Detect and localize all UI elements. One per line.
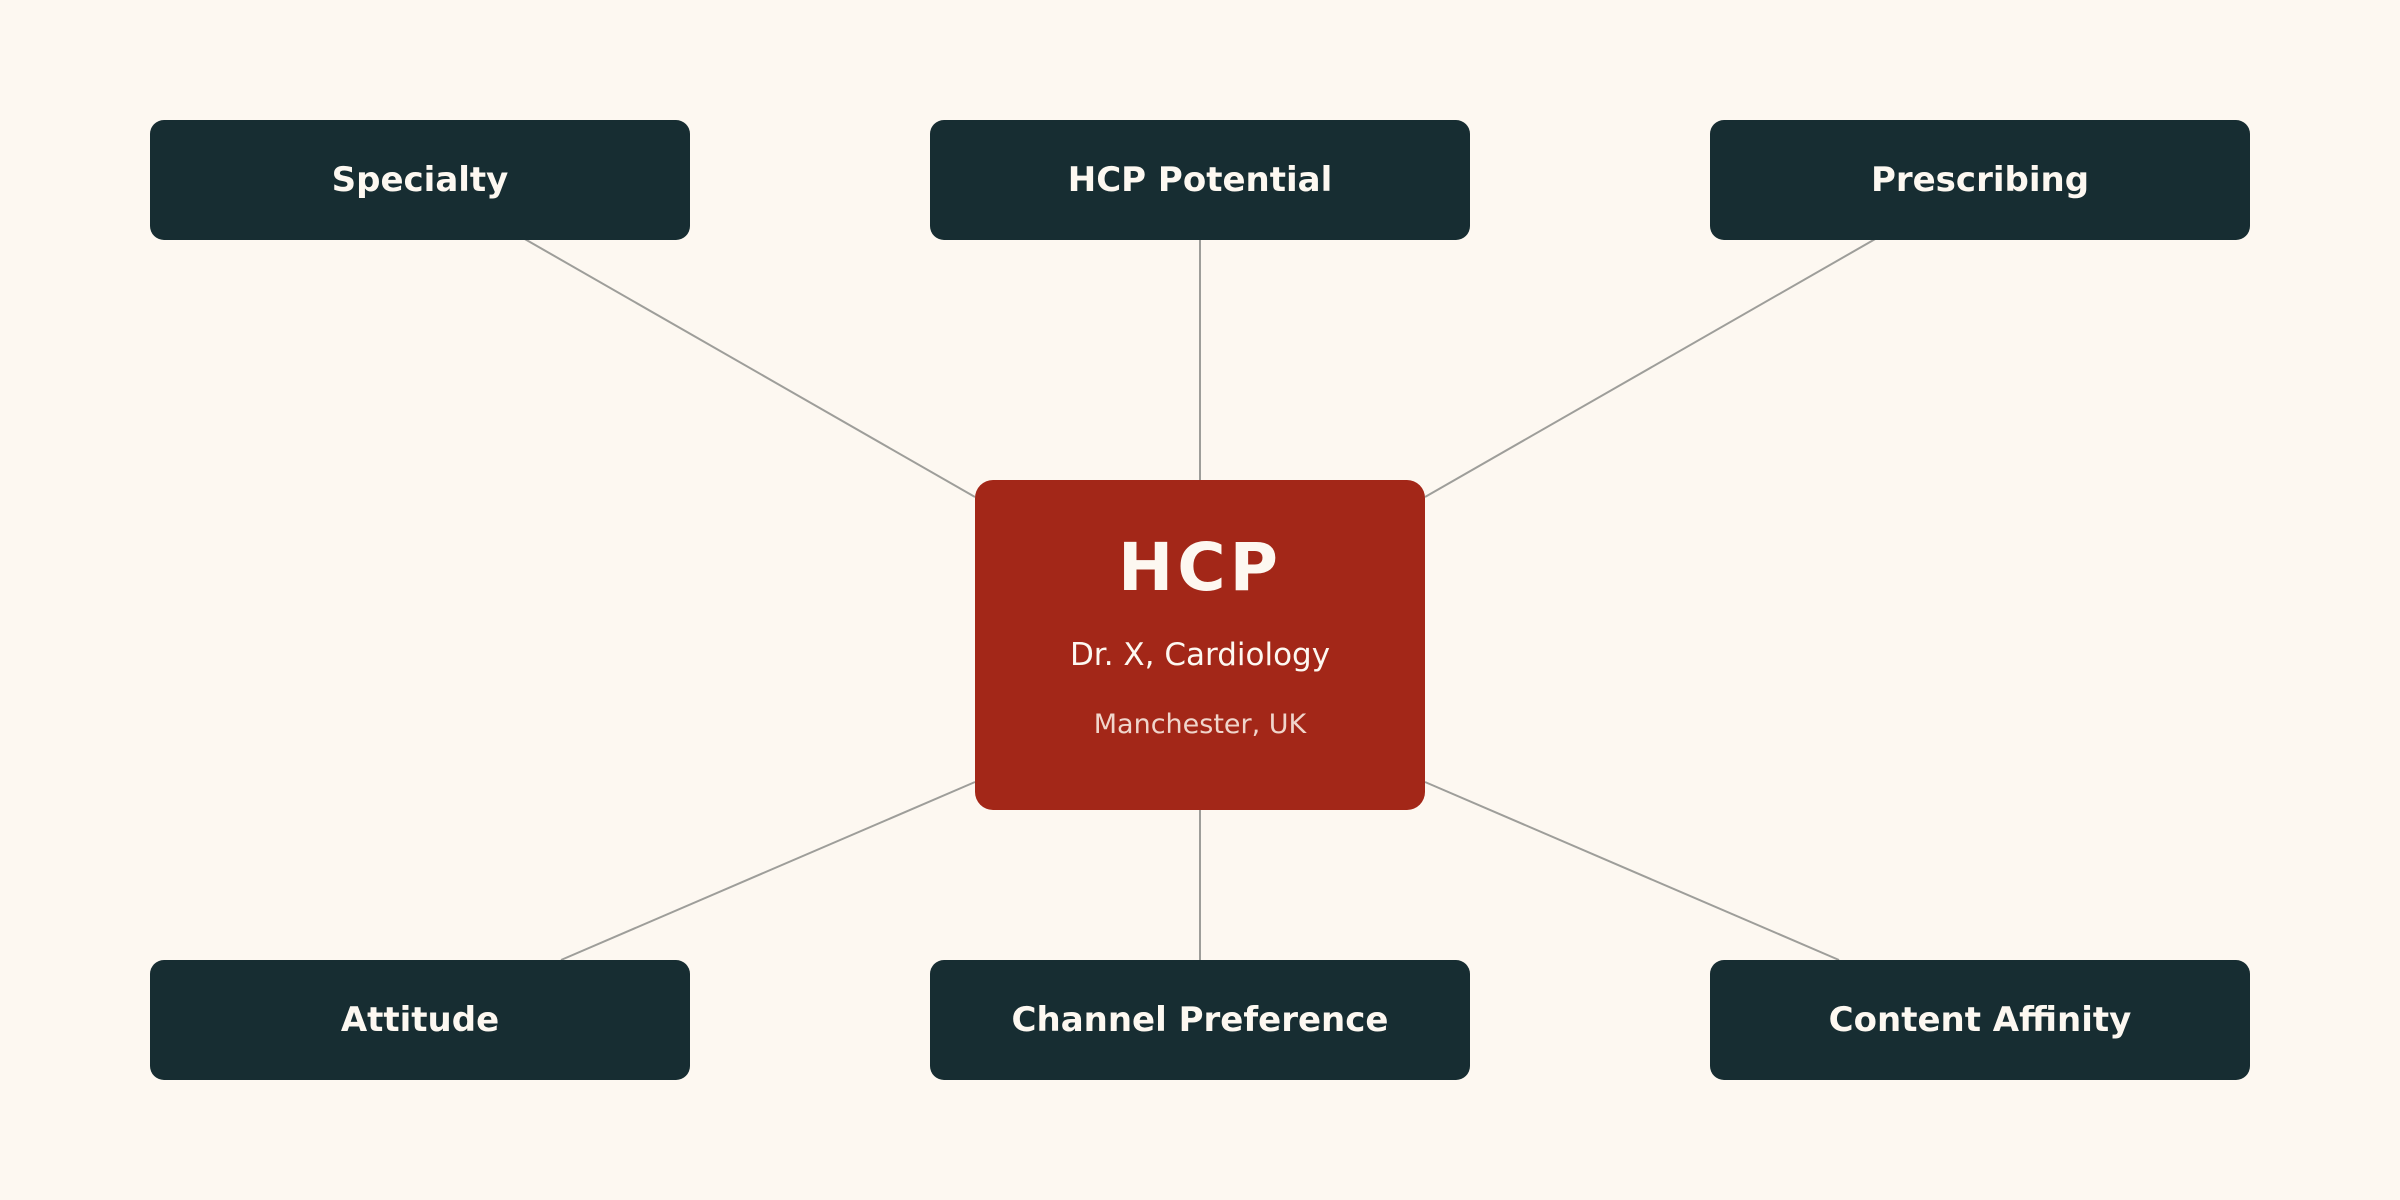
hub-subtitle: Dr. X, Cardiology: [1069, 637, 1331, 673]
node-prescribing: Prescribing: [1710, 120, 2250, 240]
connector-attitude: [560, 781, 976, 961]
node-content-affinity: Content Affinity: [1710, 960, 2250, 1080]
node-specialty: Specialty: [150, 120, 690, 240]
hub-location: Manchester, UK: [1093, 709, 1307, 740]
connector-specialty: [522, 237, 976, 498]
hub-title: HCP: [1117, 529, 1283, 606]
node-hcp-potential: HCP Potential: [930, 120, 1470, 240]
connector-content-affinity: [1424, 781, 1840, 961]
connector-prescribing: [1424, 237, 1878, 498]
node-channel-preference: Channel Preference: [930, 960, 1470, 1080]
node-attitude: Attitude: [150, 960, 690, 1080]
hcp-hub-node: HCP Dr. X, Cardiology Manchester, UK: [975, 480, 1425, 810]
